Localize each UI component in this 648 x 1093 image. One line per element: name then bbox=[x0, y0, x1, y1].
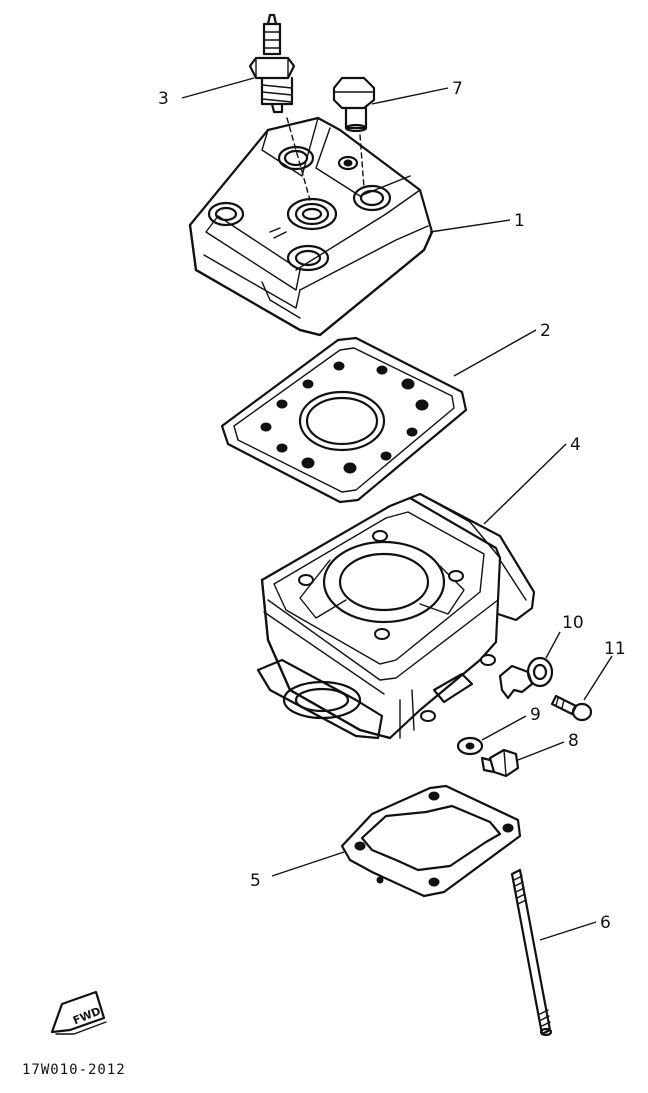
washer bbox=[456, 736, 484, 756]
callout-8: 8 bbox=[568, 731, 579, 751]
callout-3: 3 bbox=[158, 89, 169, 109]
base-gasket bbox=[340, 784, 522, 898]
spark-plug bbox=[248, 13, 296, 114]
callout-10: 10 bbox=[562, 613, 584, 633]
callout-6: 6 bbox=[600, 913, 611, 933]
clamp bbox=[498, 656, 554, 700]
leader-lines bbox=[181, 77, 613, 941]
callout-5: 5 bbox=[250, 871, 261, 891]
cylinder bbox=[256, 492, 536, 740]
callout-4: 4 bbox=[570, 435, 581, 455]
diagram-code: 17W010-2012 bbox=[22, 1062, 126, 1078]
screw-11 bbox=[550, 694, 593, 722]
head-gasket bbox=[220, 336, 468, 504]
bolt-8 bbox=[480, 748, 520, 778]
callout-11: 11 bbox=[604, 639, 626, 659]
callout-9: 9 bbox=[530, 705, 541, 725]
callout-1: 1 bbox=[514, 211, 525, 231]
callout-7: 7 bbox=[452, 79, 463, 99]
stud-bolt bbox=[510, 868, 553, 1037]
callout-2: 2 bbox=[540, 321, 551, 341]
fwd-arrow-icon: FWD bbox=[50, 990, 107, 1035]
cylinder-head bbox=[188, 116, 434, 337]
cylinder-head-bolt bbox=[332, 76, 376, 133]
callout-numbers: 3 7 1 2 4 10 11 9 8 5 6 bbox=[158, 79, 626, 933]
alignment-lines bbox=[286, 117, 365, 201]
